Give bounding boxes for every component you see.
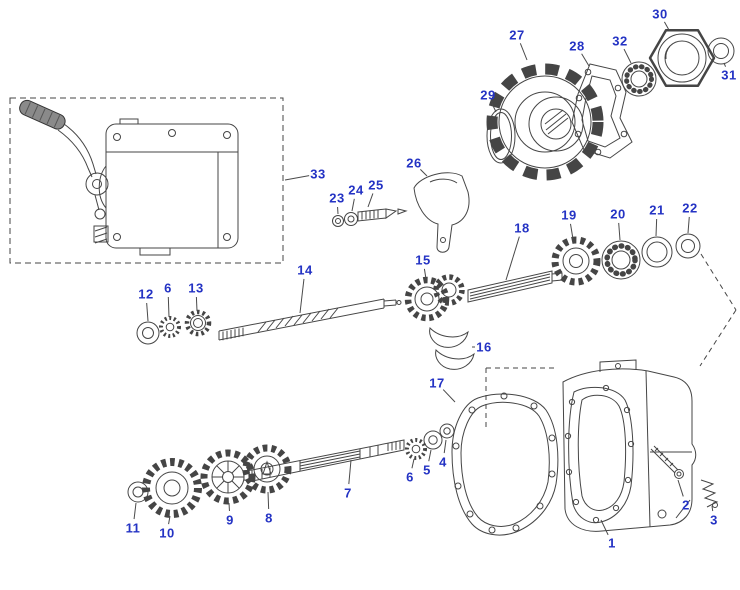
part-callout-21: 21 <box>649 202 665 218</box>
part-callout-33: 33 <box>310 166 326 182</box>
callout-leader-line-3 <box>711 505 714 512</box>
callout-leader-line-6 <box>411 458 415 469</box>
part-callout-14: 14 <box>297 262 313 278</box>
part-callout-27: 27 <box>509 27 525 43</box>
part-callout-6: 6 <box>406 469 414 485</box>
callout-leader-line-20 <box>618 222 621 241</box>
callout-leader-line-4 <box>443 439 447 454</box>
callout-leader-line-24 <box>351 198 355 212</box>
callout-leader-line-30 <box>663 21 670 31</box>
part-callout-25: 25 <box>368 177 384 193</box>
part-callout-29: 29 <box>480 87 496 103</box>
part-callout-32: 32 <box>612 33 628 49</box>
part-callout-13: 13 <box>188 280 204 296</box>
part-12-washer <box>136 321 160 345</box>
callout-leader-line-21 <box>655 218 658 237</box>
callout-leader-line-14 <box>299 278 305 314</box>
callout-leader-line-25 <box>367 193 374 208</box>
part-callout-26: 26 <box>406 155 422 171</box>
part-2-stud <box>650 445 684 479</box>
callout-leader-line-8 <box>267 491 270 510</box>
part-callout-6: 6 <box>164 280 172 296</box>
part-10-gear <box>142 458 202 518</box>
part-callout-16: 16 <box>476 339 492 355</box>
part-20-bearing <box>601 240 641 280</box>
callout-leader-line-28 <box>581 53 590 67</box>
callout-leader-line-11 <box>133 502 137 520</box>
projection-dashed-lines <box>485 253 737 430</box>
part-callout-20: 20 <box>610 206 626 222</box>
callout-leader-line-27 <box>519 43 528 61</box>
part-callout-11: 11 <box>125 520 141 536</box>
callout-leader-line-18 <box>505 236 520 281</box>
part-callout-9: 9 <box>226 512 234 528</box>
part-callout-4: 4 <box>439 454 447 470</box>
callout-leader-line-6 <box>167 296 170 318</box>
part-callout-28: 28 <box>569 38 585 54</box>
part-19-gear <box>551 236 601 286</box>
part-26-shift-fork <box>413 172 470 253</box>
callout-leader-line-17 <box>442 389 456 403</box>
part-23-washer <box>332 215 344 227</box>
part-25-threaded-pin <box>357 208 408 222</box>
callout-leader-line-10 <box>168 515 171 525</box>
callout-leader-line-13 <box>195 296 198 312</box>
part-callout-18: 18 <box>514 220 530 236</box>
part-21-ring <box>641 236 673 268</box>
callout-leader-line-29 <box>491 102 497 113</box>
part-15-gear-cluster <box>404 274 465 322</box>
callout-leader-line-2 <box>677 479 684 497</box>
part-callout-24: 24 <box>348 182 364 198</box>
callout-leader-line-1 <box>600 519 609 536</box>
callout-leader-line-19 <box>569 223 574 240</box>
part-callout-5: 5 <box>423 462 431 478</box>
part-6-splined-ring-lower <box>405 438 427 460</box>
part-callout-1: 1 <box>608 535 616 551</box>
callout-leader-line-22 <box>687 216 690 234</box>
part-31-seal <box>707 37 735 65</box>
callout-leader-line-31 <box>723 62 726 67</box>
part-callout-22: 22 <box>682 200 698 216</box>
part-32-bearing <box>621 61 657 97</box>
part-6-splined-ring-upper <box>159 316 181 338</box>
part-5-washer <box>423 430 443 450</box>
part-11-washer <box>127 481 149 503</box>
part-4-washer <box>439 423 455 439</box>
part-17-gasket <box>451 392 559 536</box>
callout-leader-line-26 <box>420 169 428 177</box>
part-callout-15: 15 <box>415 252 431 268</box>
part-33-hand-crank <box>19 99 239 256</box>
part-callout-8: 8 <box>265 510 273 526</box>
part-28-gasket-plate <box>571 63 633 159</box>
part-29-o-ring <box>486 108 516 164</box>
callout-leader-line-12 <box>146 302 149 322</box>
part-callout-10: 10 <box>159 525 175 541</box>
part-22-seal <box>675 233 701 259</box>
part-callout-12: 12 <box>138 286 154 302</box>
part-30-nut <box>648 29 716 87</box>
part-16-blocker-halves <box>429 327 475 370</box>
part-3-spring <box>700 479 719 508</box>
part-9-spoked-gear <box>200 449 256 505</box>
part-callout-23: 23 <box>329 190 345 206</box>
part-callout-3: 3 <box>710 512 718 528</box>
inset-dashed-box <box>9 97 284 264</box>
part-callout-19: 19 <box>561 207 577 223</box>
part-14-shaft <box>218 298 402 341</box>
callout-leader-line-15 <box>423 268 427 280</box>
part-callout-30: 30 <box>652 6 668 22</box>
part-13-small-gear <box>184 309 212 337</box>
callout-leader-line-5 <box>428 449 432 462</box>
part-callout-2: 2 <box>682 497 690 513</box>
part-callout-31: 31 <box>721 67 737 83</box>
callout-leader-line-33 <box>284 175 310 181</box>
part-1-housing <box>562 359 697 532</box>
part-callout-7: 7 <box>344 485 352 501</box>
callout-leader-line-7 <box>348 459 352 485</box>
part-callout-17: 17 <box>429 375 445 391</box>
callout-leader-line-32 <box>623 48 632 64</box>
